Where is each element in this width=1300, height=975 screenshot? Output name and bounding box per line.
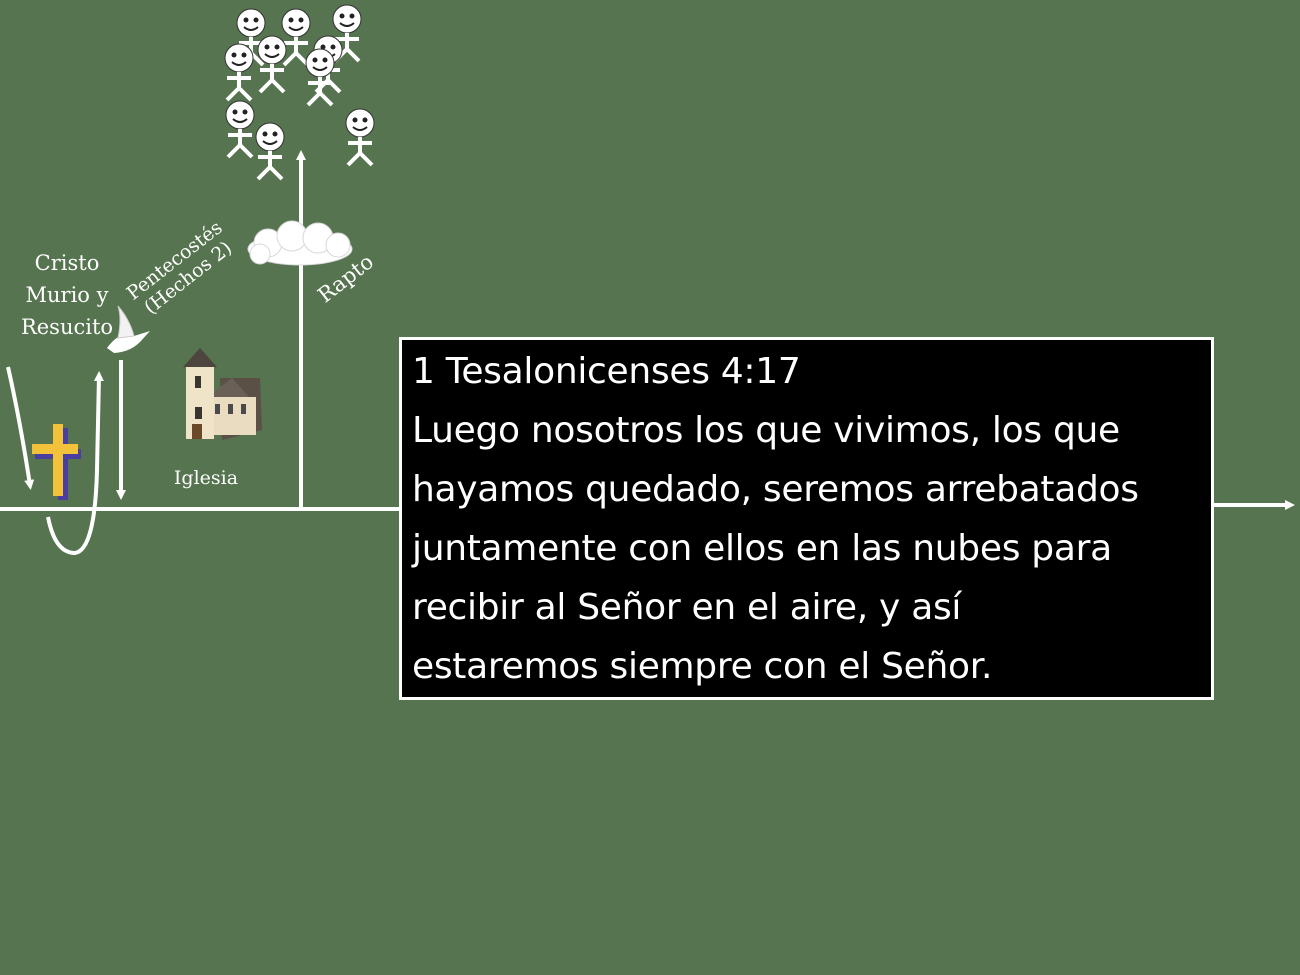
verse-reference: 1 Tesalonicenses 4:17 <box>412 351 801 392</box>
smiley-person-icon <box>254 121 286 181</box>
label-cristo-line3: Resucito <box>21 315 113 339</box>
smiley-person-icon <box>344 107 376 167</box>
verse-line: recibir al Señor en el aire, y así <box>412 587 962 628</box>
cross-icon <box>32 424 81 500</box>
label-cristo-line1: Cristo <box>35 251 100 275</box>
verse-line: hayamos quedado, seremos arrebatados <box>412 469 1139 510</box>
verse-line: juntamente con ellos en las nubes para <box>412 528 1112 569</box>
resurrection-curve <box>46 371 104 556</box>
cloud-icon <box>247 220 353 266</box>
smiley-person-icon <box>224 99 256 159</box>
label-cristo-line2: Murio y <box>26 283 109 307</box>
dove-icon <box>107 305 150 353</box>
verse-box: 1 Tesalonicenses 4:17 Luego nosotros los… <box>399 337 1214 700</box>
smiley-person-icon <box>223 42 255 102</box>
smiley-person-icon <box>280 7 312 67</box>
label-iglesia: Iglesia <box>174 467 238 489</box>
descent-arrow <box>6 366 35 490</box>
verse-line: estaremos siempre con el Señor. <box>412 646 993 687</box>
verse-line: Luego nosotros los que vivimos, los que <box>412 410 1120 451</box>
raptured-people <box>223 3 376 181</box>
church-icon <box>183 348 262 440</box>
